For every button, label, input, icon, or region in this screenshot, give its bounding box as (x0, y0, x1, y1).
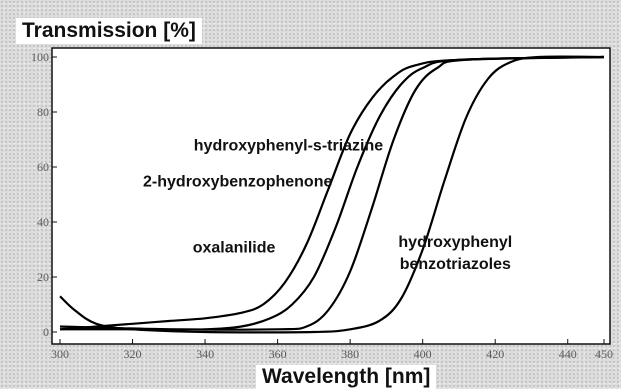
series-line-4 (59, 55, 605, 334)
series-lines (59, 55, 605, 334)
curve-annotation: hydroxyphenyl (398, 234, 512, 251)
y-tick-label: 40 (37, 215, 49, 229)
annotations: hydroxyphenyl-s-triazine 2-hydroxybenzoph… (143, 138, 512, 273)
x-axis-label: Wavelength [nm] (256, 365, 437, 389)
x-tick-label: 400 (414, 347, 432, 361)
x-tick-label: 450 (595, 347, 613, 361)
series-line-3 (59, 55, 605, 331)
tick-labels: 0 20 40 60 80 100 300 320 340 360 380 400 420 440 450 (31, 50, 613, 361)
curve-annotation: hydroxyphenyl-s-triazine (194, 138, 383, 155)
y-tick-label: 100 (31, 50, 49, 64)
x-tick-label: 440 (559, 347, 577, 361)
y-tick-label: 80 (37, 105, 49, 119)
y-tick-label: 60 (37, 160, 49, 174)
x-tick-label: 300 (51, 347, 69, 361)
curve-annotation: oxalanilide (193, 239, 276, 256)
curve-annotation: 2-hydroxybenzophenone (143, 173, 332, 190)
chart-title: Transmission [%] (16, 18, 202, 44)
y-tick-label: 0 (43, 325, 49, 339)
x-tick-label: 340 (196, 347, 214, 361)
x-tick-label: 380 (341, 347, 359, 361)
x-tick-label: 320 (124, 347, 142, 361)
x-tick-label: 420 (486, 347, 504, 361)
x-tick-label: 360 (269, 347, 287, 361)
plot-area (51, 47, 611, 345)
curve-annotation: benzotriazoles (400, 256, 511, 273)
y-tick-label: 20 (37, 270, 49, 284)
series-line-1 (59, 55, 605, 331)
